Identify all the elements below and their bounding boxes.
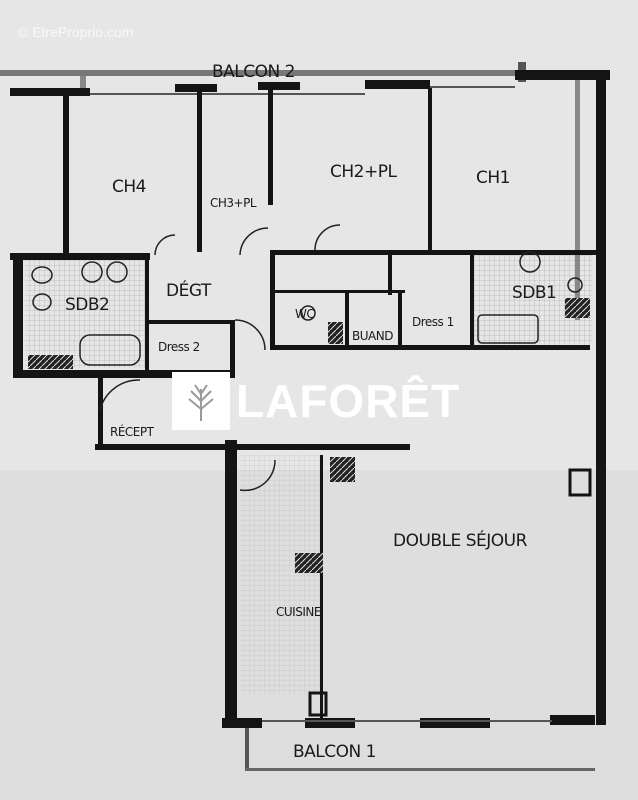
door-swing xyxy=(239,459,276,492)
bathtub-1 xyxy=(477,314,539,344)
logo-text: LAFORÊT xyxy=(236,375,461,427)
door-swing xyxy=(99,379,141,411)
label-degt: DÉGT xyxy=(166,279,212,301)
bathtub-2 xyxy=(79,334,141,366)
watermark: © EtreProprio.com xyxy=(18,24,134,40)
toilet-icon xyxy=(31,266,53,284)
label-sdb1: SDB1 xyxy=(512,283,556,303)
label-dress2: Dress 2 xyxy=(158,340,200,354)
tree-icon xyxy=(172,372,230,430)
room-labels: BALCON 2 CH4 CH3+PL CH2+PL CH1 DÉGT SDB2… xyxy=(65,62,557,762)
toilet-icon xyxy=(300,305,316,321)
sink-icon xyxy=(106,261,128,283)
kitchen-floor xyxy=(240,455,320,695)
walls xyxy=(0,62,610,771)
sink-icon xyxy=(81,261,103,283)
toilet-icon xyxy=(567,277,583,293)
sink-icon xyxy=(519,251,541,273)
door-swing xyxy=(314,224,341,251)
label-balcon1: BALCON 1 xyxy=(293,742,376,762)
label-recept: RÉCEPT xyxy=(110,424,155,439)
fixtures xyxy=(31,224,583,492)
label-ch1: CH1 xyxy=(476,168,510,188)
sdb1-floor xyxy=(472,250,592,345)
door-swing xyxy=(239,227,269,256)
label-buand: BUAND xyxy=(352,329,393,343)
laforet-logo: LAFORÊT xyxy=(172,372,460,430)
label-sdb2: SDB2 xyxy=(65,295,109,315)
label-ch2: CH2+PL xyxy=(330,162,397,182)
label-balcon2: BALCON 2 xyxy=(212,62,295,82)
sdb2-floor xyxy=(25,258,145,368)
label-dress1: Dress 1 xyxy=(412,315,454,329)
label-wc: WC xyxy=(295,307,314,321)
label-cuisine: CUISINE xyxy=(276,605,321,619)
label-ch3: CH3+PL xyxy=(210,196,257,210)
door-swing xyxy=(234,319,266,351)
label-ch4: CH4 xyxy=(112,177,146,197)
label-sejour: DOUBLE SÉJOUR xyxy=(393,529,528,551)
door-swing xyxy=(154,234,176,256)
